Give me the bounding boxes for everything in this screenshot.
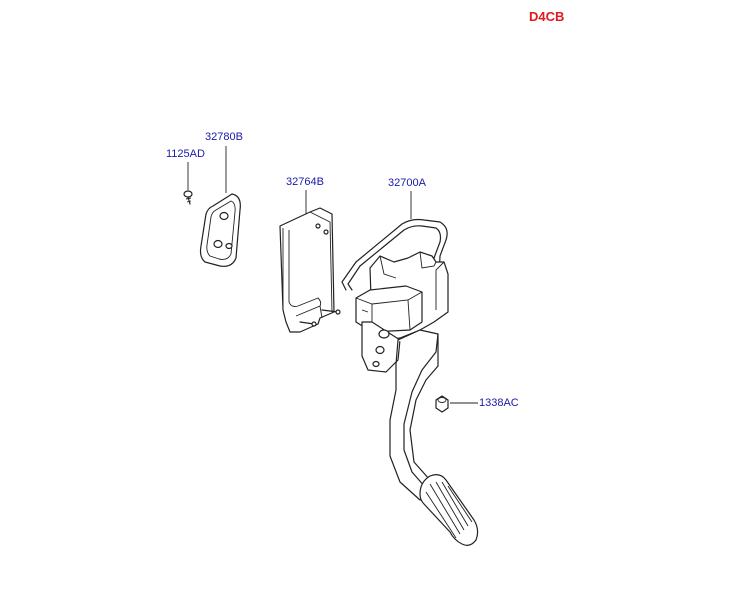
part-code-32764B[interactable]: 32764B [286, 176, 324, 188]
part-code-1338AC[interactable]: 1338AC [479, 397, 519, 409]
nut-1338AC[interactable] [435, 395, 449, 413]
pedal-assembly-32700A[interactable] [341, 218, 479, 546]
bolt-1125AD[interactable] [183, 190, 193, 205]
engine-code-label: D4CB [529, 9, 565, 24]
bracket-32764B[interactable] [279, 207, 341, 333]
part-code-1125AD[interactable]: 1125AD [166, 148, 205, 160]
gasket-plate-32780B[interactable] [199, 193, 241, 267]
part-code-32700A[interactable]: 32700A [388, 177, 426, 189]
part-code-32780B[interactable]: 32780B [205, 131, 243, 143]
